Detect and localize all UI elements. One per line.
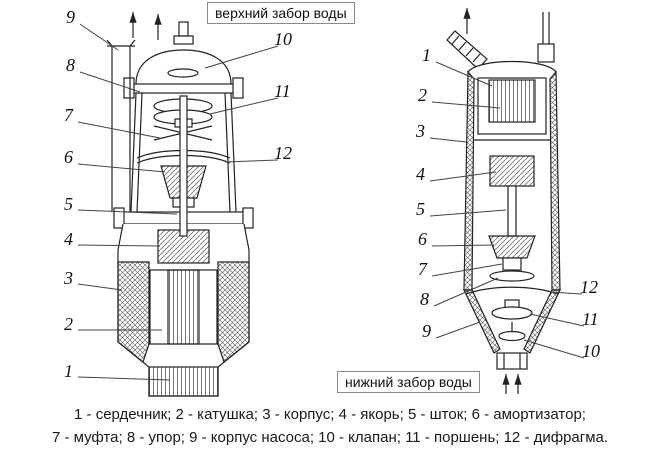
callout-left-7: 7 [64, 105, 73, 125]
callout-left-8: 8 [66, 55, 75, 75]
callout-left-5: 5 [64, 194, 73, 214]
callout-right-2: 2 [418, 85, 427, 105]
callout-right-12: 12 [580, 277, 598, 297]
callout-right-10: 10 [582, 341, 600, 361]
callout-left-2: 2 [64, 314, 73, 334]
callout-right-1: 1 [422, 45, 431, 65]
top-intake-label: верхний забор воды [207, 2, 355, 24]
callout-left-12: 12 [274, 143, 292, 163]
parts-legend: 1 - сердечник; 2 - катушка; 3 - корпус; … [0, 403, 660, 449]
callout-right-7: 7 [418, 259, 427, 279]
callout-right-4: 4 [416, 164, 425, 184]
callout-left-9: 9 [66, 7, 75, 27]
legend-line-1: 1 - сердечник; 2 - катушка; 3 - корпус; … [74, 406, 586, 423]
callout-left-11: 11 [274, 81, 291, 101]
callout-left-3: 3 [64, 268, 73, 288]
right-pump-bottom-intake [446, 7, 561, 394]
left-pump-top-intake [106, 11, 254, 397]
callout-right-9: 9 [422, 321, 431, 341]
callout-right-11: 11 [582, 309, 599, 329]
callout-right-8: 8 [420, 289, 429, 309]
callout-left-10: 10 [274, 29, 292, 49]
callout-right-5: 5 [416, 199, 425, 219]
callout-left-6: 6 [64, 147, 73, 167]
callout-leader-lines [77, 23, 585, 381]
legend-line-2: 7 - муфта; 8 - упор; 9 - корпус насоса; … [51, 429, 609, 446]
callout-right-3: 3 [416, 121, 425, 141]
bottom-intake-label: нижний забор воды [337, 371, 480, 393]
callout-left-1: 1 [64, 361, 73, 381]
callout-right-6: 6 [418, 229, 427, 249]
callout-left-4: 4 [64, 229, 73, 249]
